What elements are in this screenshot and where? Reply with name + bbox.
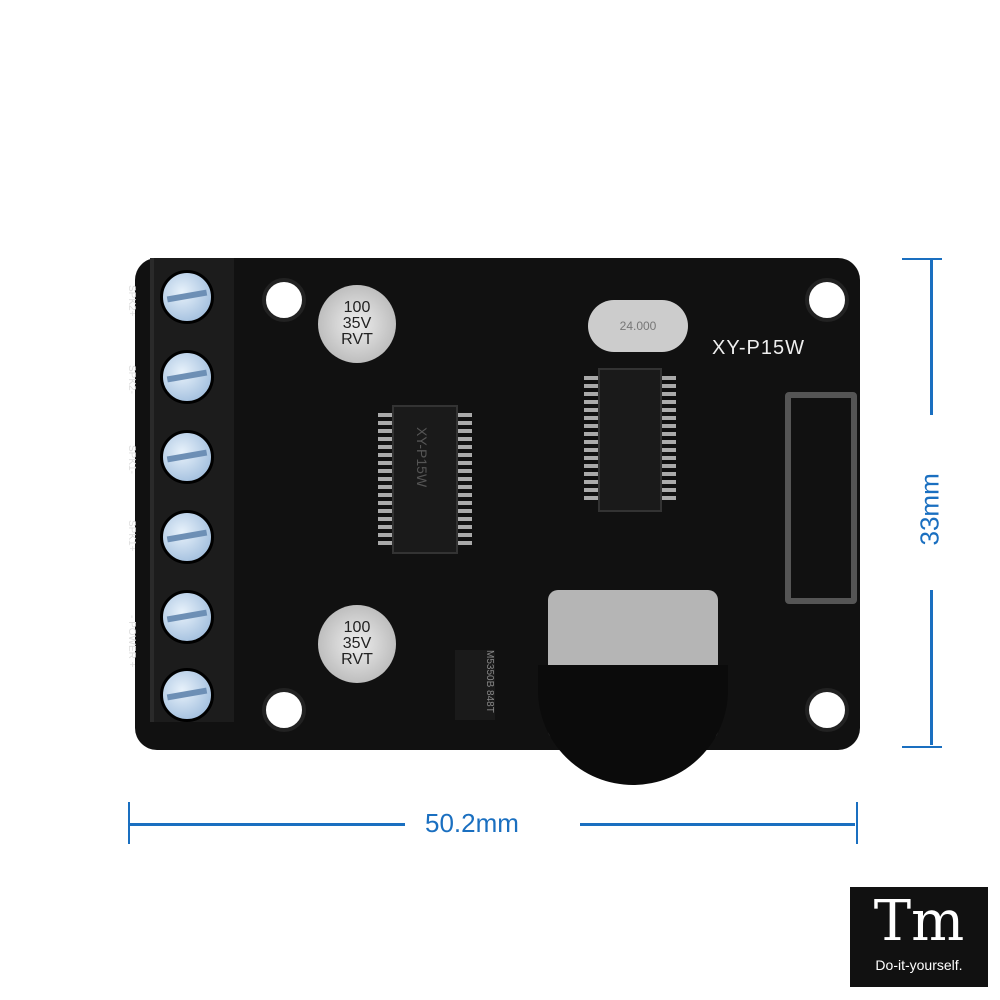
logo-mark: Tm xyxy=(873,889,965,954)
screw-icon xyxy=(160,430,214,484)
board-model-label: XY-P15W xyxy=(712,337,805,359)
height-dimension-label: 33mm xyxy=(914,473,945,546)
pcb-antenna xyxy=(785,392,857,604)
crystal: 24.000 xyxy=(588,300,688,352)
screw-icon xyxy=(160,510,214,564)
terminal-label: - POWER + xyxy=(126,615,137,668)
logo-tagline: Do-it-yourself. xyxy=(875,957,963,973)
bluetooth-chip xyxy=(584,368,676,512)
screw-icon xyxy=(160,270,214,324)
screw-icon xyxy=(160,350,214,404)
height-dimension-line xyxy=(930,590,933,745)
dimension-tick xyxy=(856,802,858,844)
width-dimension-line xyxy=(130,823,405,826)
mounting-hole xyxy=(262,688,306,732)
regulator: M5350B 848T xyxy=(455,650,495,720)
volume-knob[interactable] xyxy=(538,665,728,785)
screw-icon xyxy=(160,668,214,722)
dimension-tick xyxy=(902,258,942,260)
terminal-label: SPK1- xyxy=(126,445,137,474)
screw-icon xyxy=(160,590,214,644)
mounting-hole xyxy=(805,688,849,732)
width-dimension-line xyxy=(580,823,855,826)
width-dimension-label: 50.2mm xyxy=(425,808,519,838)
screw-terminal-block xyxy=(150,258,234,722)
mounting-hole xyxy=(262,278,306,322)
terminal-label: SPK2- xyxy=(126,365,137,394)
height-dimension-line xyxy=(930,260,933,415)
amplifier-chip: XY-P15W xyxy=(378,405,472,554)
brand-logo: Tm Do-it-yourself. xyxy=(850,887,988,987)
dimension-tick xyxy=(128,802,130,844)
terminal-label: SPK2+ xyxy=(126,285,137,317)
amplifier-board xyxy=(135,258,860,750)
mounting-hole xyxy=(805,278,849,322)
dimension-tick xyxy=(902,746,942,748)
terminal-label: SPK1+ xyxy=(126,520,137,552)
